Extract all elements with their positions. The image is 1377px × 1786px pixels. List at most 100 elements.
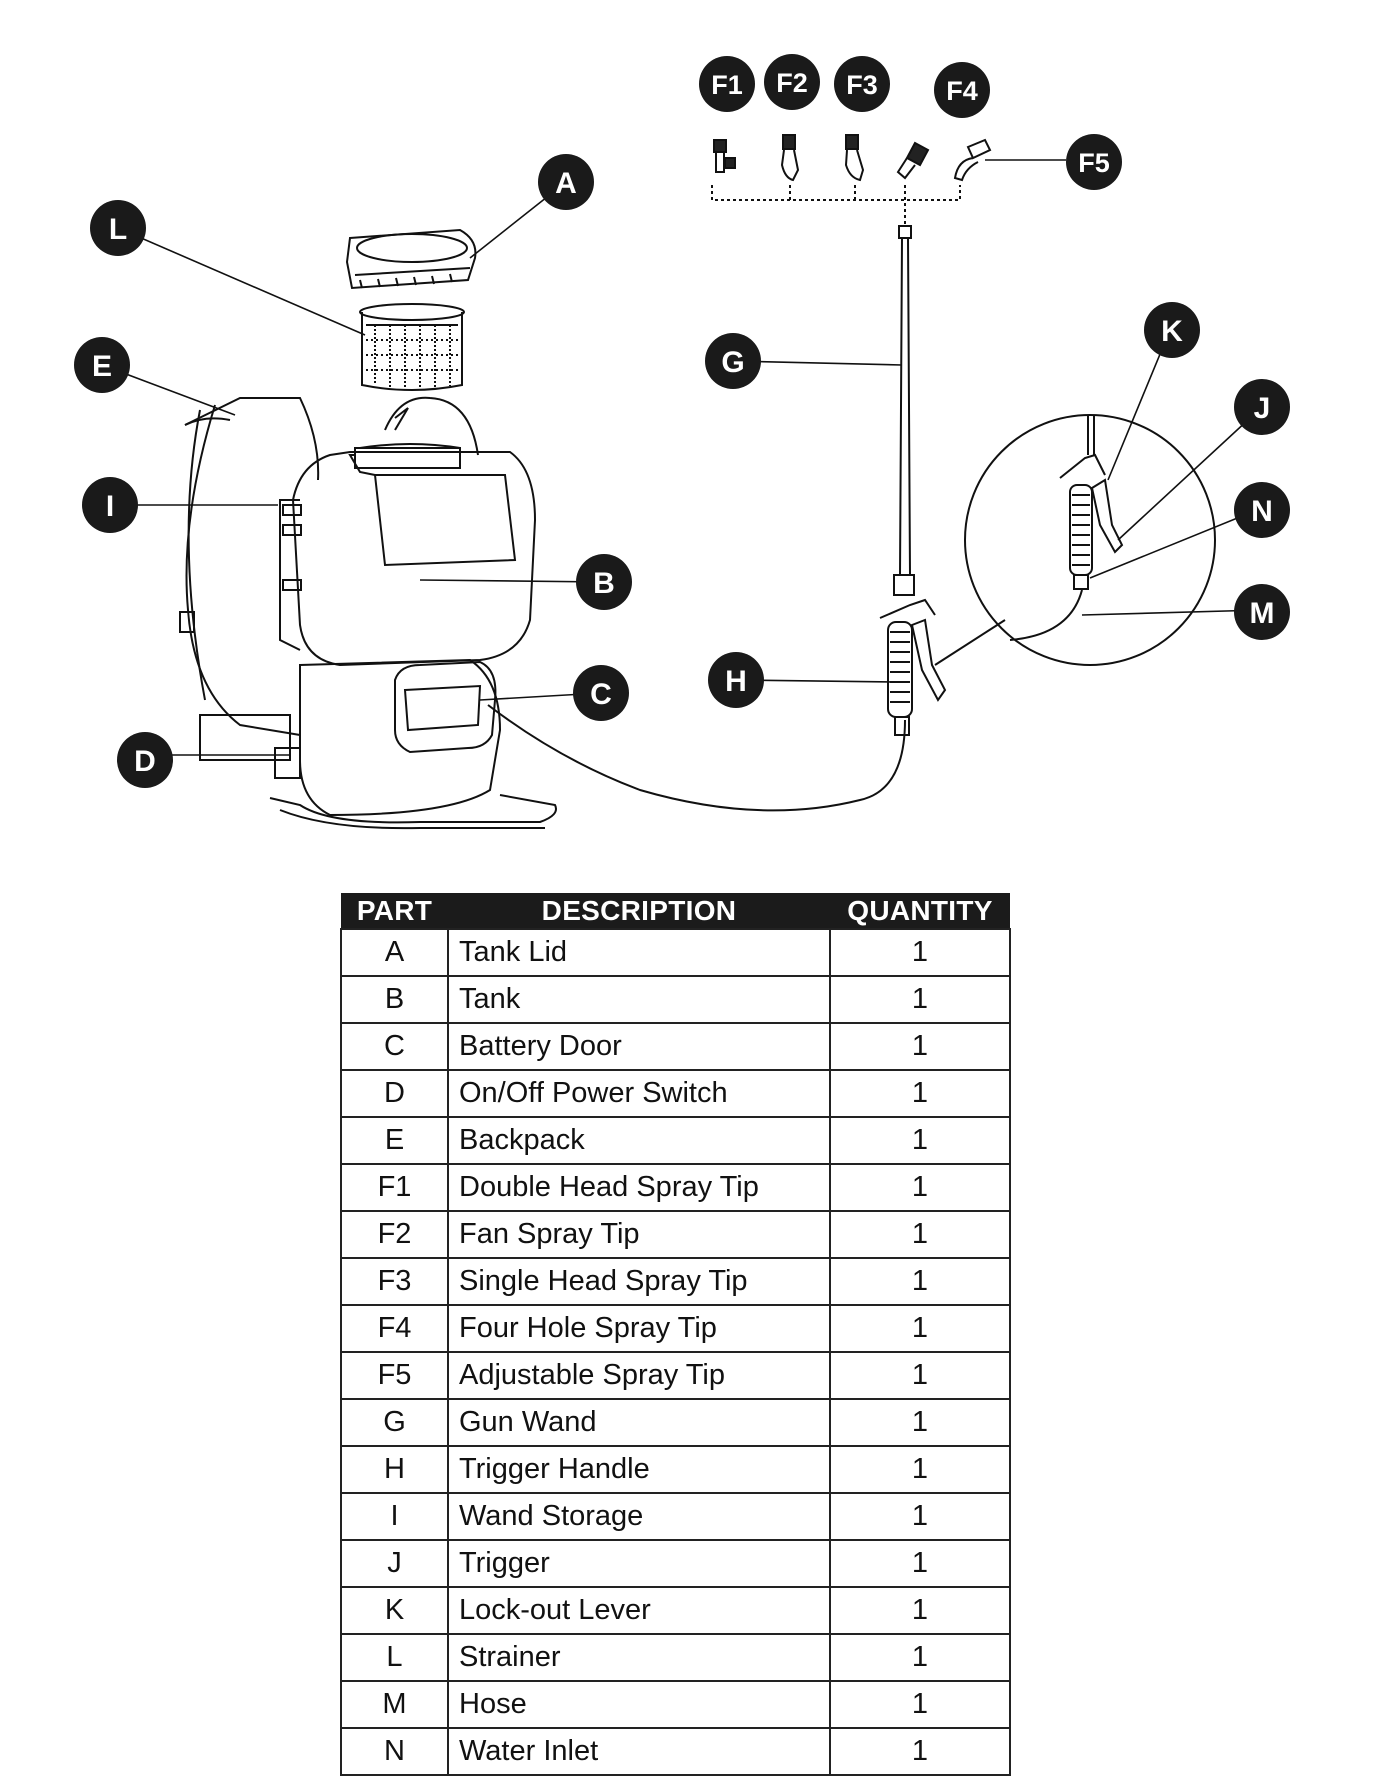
backpack-frame — [179, 396, 479, 761]
sprayer-exploded-diagram: A L E I B C D G H F1 F2 F3 — [74, 54, 1290, 830]
callout-f5: F5 — [1066, 134, 1122, 190]
tip-f4 — [896, 141, 930, 180]
svg-text:L: L — [109, 213, 127, 246]
quantity-cell: 1 — [829, 1116, 1011, 1165]
svg-text:F5: F5 — [1078, 148, 1110, 178]
callout-j: J — [1234, 379, 1290, 435]
quantity-cell: 1 — [829, 928, 1011, 977]
part-cell: N — [340, 1727, 449, 1776]
callout-f3: F3 — [834, 56, 890, 112]
quantity-cell: 1 — [829, 1210, 1011, 1259]
quantity-cell: 1 — [829, 1633, 1011, 1682]
part-cell: G — [340, 1398, 449, 1447]
svg-text:B: B — [593, 567, 615, 600]
description-cell: Wand Storage — [447, 1492, 831, 1541]
svg-text:N: N — [1251, 495, 1273, 528]
battery-housing — [269, 658, 557, 830]
quantity-cell: 1 — [829, 1351, 1011, 1400]
description-cell: Water Inlet — [447, 1727, 831, 1776]
header-part: PART — [341, 893, 448, 929]
description-cell: Hose — [447, 1680, 831, 1729]
quantity-cell: 1 — [829, 1680, 1011, 1729]
part-cell: C — [340, 1022, 449, 1071]
gun-wand — [893, 225, 915, 596]
tip-f2 — [780, 134, 800, 182]
callout-c: C — [573, 665, 629, 721]
part-cell: D — [340, 1069, 449, 1118]
tips-bracket — [711, 185, 961, 225]
description-cell: Fan Spray Tip — [447, 1210, 831, 1259]
callout-m: M — [1234, 584, 1290, 640]
header-description: DESCRIPTION — [448, 893, 830, 929]
description-cell: Lock-out Lever — [447, 1586, 831, 1635]
quantity-cell: 1 — [829, 1163, 1011, 1212]
description-cell: Battery Door — [447, 1022, 831, 1071]
part-cell: F3 — [340, 1257, 449, 1306]
quantity-cell: 1 — [829, 1398, 1011, 1447]
description-cell: Four Hole Spray Tip — [447, 1304, 831, 1353]
part-cell: I — [340, 1492, 449, 1541]
callout-e: E — [74, 337, 130, 393]
trigger-detail-zoom — [964, 414, 1216, 666]
part-cell: E — [340, 1116, 449, 1165]
part-cell: F1 — [340, 1163, 449, 1212]
callout-i: I — [82, 477, 138, 533]
quantity-cell: 1 — [829, 1727, 1011, 1776]
quantity-cell: 1 — [829, 1492, 1011, 1541]
callout-d: D — [117, 732, 173, 788]
description-cell: Trigger Handle — [447, 1445, 831, 1494]
description-cell: Double Head Spray Tip — [447, 1163, 831, 1212]
svg-text:H: H — [725, 665, 747, 698]
description-cell: Trigger — [447, 1539, 831, 1588]
tank-lid — [345, 228, 477, 290]
quantity-cell: 1 — [829, 1445, 1011, 1494]
table-header-row: PART DESCRIPTION QUANTITY — [341, 893, 1010, 929]
quantity-cell: 1 — [829, 1586, 1011, 1635]
svg-text:F1: F1 — [711, 70, 743, 100]
callout-f4: F4 — [934, 62, 990, 118]
spray-tips — [711, 134, 992, 225]
quantity-cell: 1 — [829, 1069, 1011, 1118]
callout-b: B — [576, 554, 632, 610]
svg-text:E: E — [92, 350, 112, 383]
description-cell: Single Head Spray Tip — [447, 1257, 831, 1306]
part-cell: K — [340, 1586, 449, 1635]
description-cell: Strainer — [447, 1633, 831, 1682]
svg-text:G: G — [721, 346, 744, 379]
tip-f5 — [953, 138, 992, 182]
description-cell: Tank — [447, 975, 831, 1024]
part-cell: A — [340, 928, 449, 977]
callout-f2: F2 — [764, 54, 820, 110]
svg-text:D: D — [134, 745, 156, 778]
part-cell: M — [340, 1680, 449, 1729]
svg-text:J: J — [1254, 392, 1271, 425]
description-cell: Gun Wand — [447, 1398, 831, 1447]
part-cell: H — [340, 1445, 449, 1494]
callout-a: A — [538, 154, 594, 210]
part-cell: F2 — [340, 1210, 449, 1259]
callout-n: N — [1234, 482, 1290, 538]
header-quantity: QUANTITY — [830, 893, 1010, 929]
part-cell: L — [340, 1633, 449, 1682]
callout-f1: F1 — [699, 56, 755, 112]
trigger-handle — [879, 598, 1006, 736]
description-cell: Adjustable Spray Tip — [447, 1351, 831, 1400]
svg-text:F2: F2 — [776, 68, 808, 98]
quantity-cell: 1 — [829, 1022, 1011, 1071]
svg-text:K: K — [1161, 315, 1183, 348]
